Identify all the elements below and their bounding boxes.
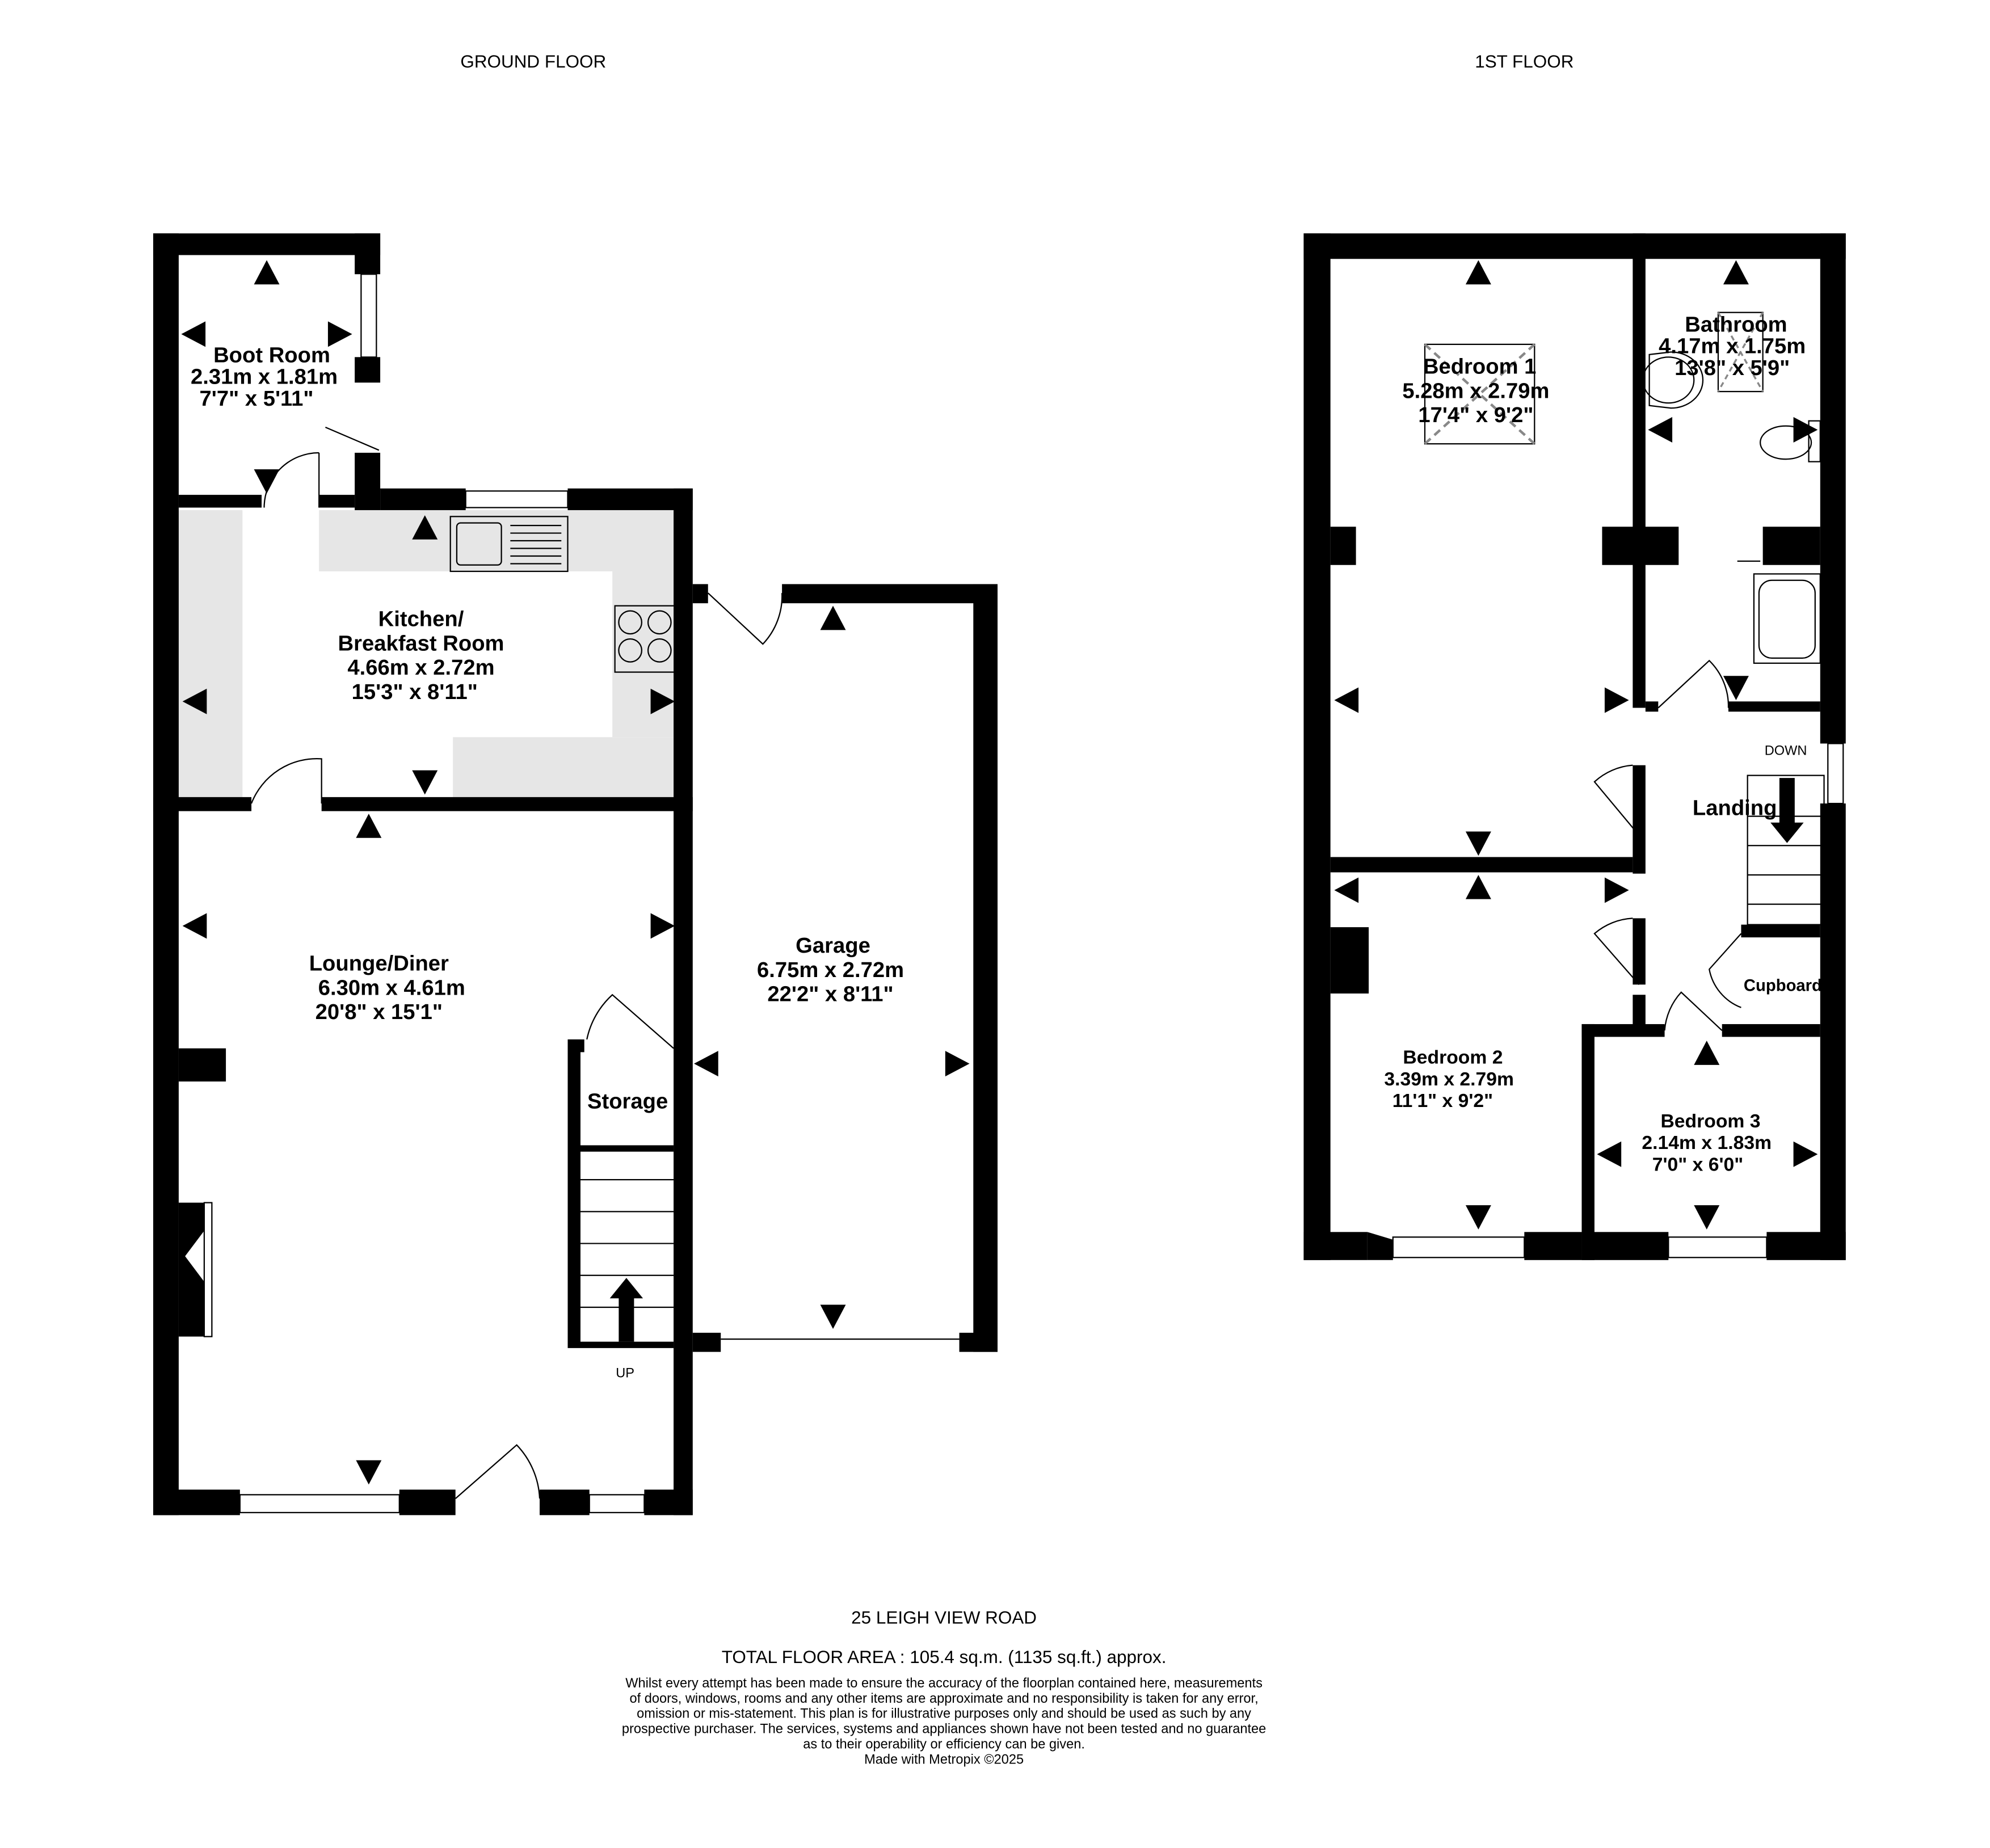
kitchen-counter-top (319, 510, 674, 571)
boot-room-metric: 2.31m x 1.81m (191, 365, 338, 389)
door-icon (263, 452, 320, 508)
bath-skylight-icon (1717, 311, 1764, 393)
lounge-name: Lounge/Diner (309, 952, 449, 976)
bedroom1-metric: 5.28m x 2.79m (1402, 378, 1549, 403)
kitchen-counter-left (178, 510, 243, 797)
bedroom2-imperial: 11'1" x 9'2" (1392, 1090, 1493, 1112)
credit: Made with Metropix ©2025 (864, 1753, 1024, 1767)
ground-stairs (580, 1179, 674, 1342)
hob-icon (614, 605, 677, 673)
garage-imperial: 22'2" x 8'11" (767, 982, 893, 1006)
bedroom2-metric: 3.39m x 2.79m (1384, 1068, 1514, 1090)
stairs-up-label: UP (616, 1366, 634, 1381)
cupboard-name: Cupboard (1744, 977, 1822, 995)
bedroom3-imperial: 7'0" x 6'0" (1652, 1154, 1743, 1175)
first-floor-plan: Bedroom 1 5.28m x 2.79m 17'4" x 9'2" Bat… (1303, 233, 1846, 1260)
bedroom1-name: Bedroom 1 (1423, 355, 1537, 379)
garage-metric: 6.75m x 2.72m (757, 958, 904, 982)
bedroom3-name: Bedroom 3 (1660, 1110, 1760, 1132)
stairs-up-arrow-icon (609, 1278, 643, 1342)
basin-icon (1642, 351, 1704, 409)
stairs-down-label: DOWN (1765, 744, 1807, 759)
kitchen-metric: 4.66m x 2.72m (347, 655, 494, 680)
disclaimer-line: of doors, windows, rooms and any other i… (630, 1691, 1259, 1706)
kitchen-counter-right (612, 571, 674, 738)
bedroom2-name: Bedroom 2 (1403, 1047, 1503, 1068)
bathroom-metric: 4.17m x 1.75m (1659, 334, 1806, 359)
boot-room-name: Boot Room (213, 343, 330, 367)
lounge-imperial: 20'8" x 15'1" (315, 1000, 443, 1024)
bedroom3-metric: 2.14m x 1.83m (1642, 1132, 1772, 1154)
sink-icon (449, 516, 569, 572)
stairs-down-arrow-icon (1770, 778, 1804, 843)
boot-room-imperial: 7'7" x 5'11" (200, 386, 314, 411)
storage-name: Storage (587, 1089, 668, 1113)
disclaimer-line: as to their operability or efficiency ca… (803, 1737, 1085, 1752)
landing-name: Landing (1693, 795, 1777, 820)
door-icon (325, 426, 380, 451)
kitchen-name-2: Breakfast Room (338, 631, 504, 655)
disclaimer-line: Whilst every attempt has been made to en… (625, 1676, 1263, 1691)
ground-floor-plan: Boot Room 2.31m x 1.81m 7'7" x 5'11" Kit… (153, 233, 998, 1516)
bedroom1-imperial: 17'4" x 9'2" (1418, 403, 1533, 427)
kitchen-counter-bottom (453, 737, 674, 797)
skylight-icon (1424, 343, 1535, 445)
kitchen-imperial: 15'3" x 8'11" (352, 680, 478, 704)
first-stairs (1747, 774, 1825, 925)
lounge-metric: 6.30m x 4.61m (318, 975, 465, 1000)
view-arrows-first (1334, 260, 1818, 1230)
first-floor-heading: 1ST FLOOR (1475, 52, 1574, 71)
view-arrows (181, 260, 970, 1485)
address: 25 LEIGH VIEW ROAD (851, 1607, 1037, 1627)
disclaimer-line: omission or mis-statement. This plan is … (637, 1707, 1251, 1721)
ground-floor-heading: GROUND FLOOR (460, 52, 606, 71)
kitchen-name-1: Kitchen/ (378, 607, 464, 632)
bath-icon (1753, 573, 1821, 664)
total-floor-area: TOTAL FLOOR AREA : 105.4 sq.m. (1135 sq.… (722, 1647, 1167, 1667)
disclaimer-line: prospective purchaser. The services, sys… (622, 1722, 1266, 1737)
garage-name: Garage (796, 933, 870, 958)
bathroom-name: Bathroom (1685, 312, 1787, 336)
toilet-icon (1760, 420, 1821, 462)
bathroom-imperial: 13'8" x 5'9" (1675, 356, 1790, 380)
